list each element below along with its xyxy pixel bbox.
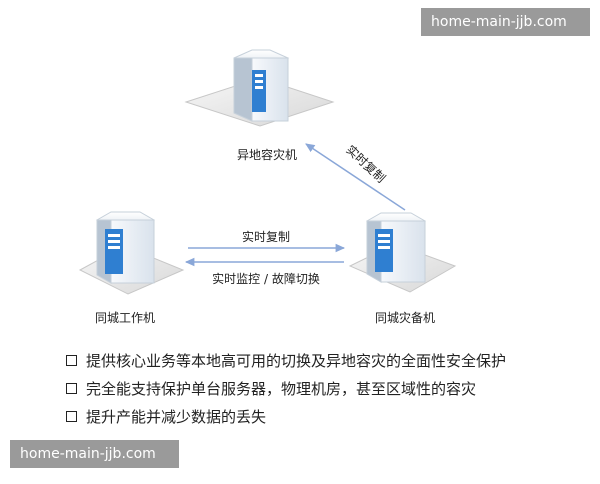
checkbox-icon: [66, 354, 77, 366]
remote-server: [184, 49, 335, 127]
feature-text: 完全能支持保护单台服务器，物理机房，甚至区域性的容灾: [86, 379, 477, 398]
checkbox-icon: [66, 382, 77, 394]
backup-server: [348, 212, 457, 293]
remote-server-label: 异地容灾机: [237, 147, 297, 162]
monitor-label: 实时监控 / 故障切换: [212, 271, 320, 286]
backup-server-label: 同城灾备机: [375, 310, 435, 325]
feature-item: 提供核心业务等本地高可用的切换及异地容灾的全面性安全保护: [66, 346, 566, 374]
feature-text: 提供核心业务等本地高可用的切换及异地容灾的全面性安全保护: [86, 351, 507, 370]
top-watermark: home-main-jjb.com: [421, 8, 590, 36]
feature-item: 完全能支持保护单台服务器，物理机房，甚至区域性的容灾: [66, 374, 566, 402]
primary-server-label: 同城工作机: [95, 311, 155, 325]
feature-item: 提升产能并减少数据的丢失: [66, 402, 566, 430]
feature-text: 提升产能并减少数据的丢失: [86, 407, 267, 426]
remote-replication-arrow: [305, 143, 406, 211]
checkbox-icon: [66, 410, 77, 422]
local-replication-label: 实时复制: [242, 229, 290, 244]
primary-server: [78, 211, 185, 295]
remote-replication-label: 实时复制: [343, 142, 388, 186]
bottom-watermark: home-main-jjb.com: [10, 440, 179, 468]
feature-list: 提供核心业务等本地高可用的切换及异地容灾的全面性安全保护 完全能支持保护单台服务…: [66, 346, 566, 430]
